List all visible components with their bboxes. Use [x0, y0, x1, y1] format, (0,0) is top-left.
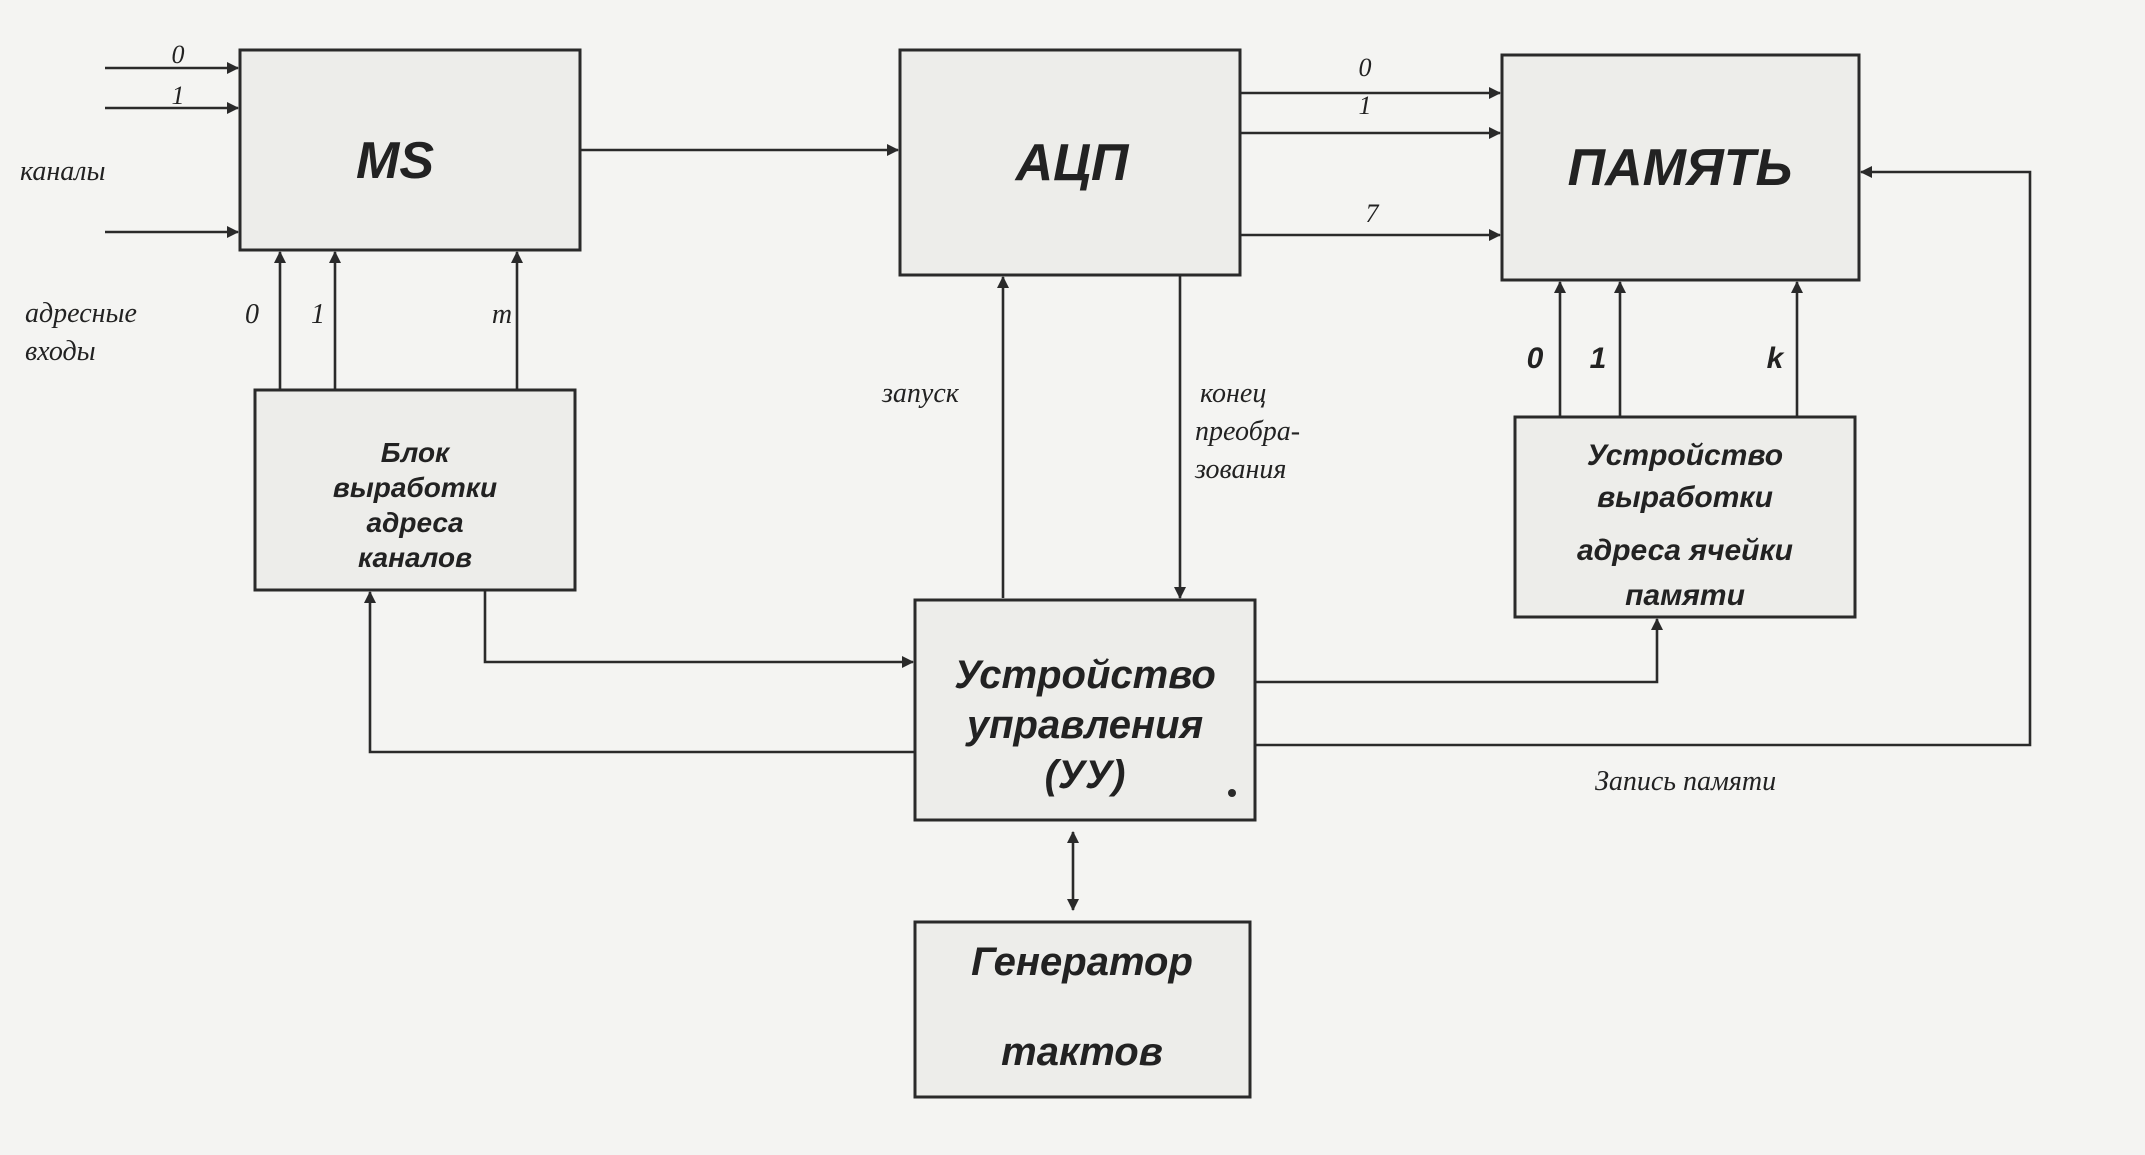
cell-address-unit-line-2: выработки [1597, 481, 1773, 514]
cell-address-unit-line-4: памяти [1625, 579, 1745, 612]
memory-write-line [1255, 166, 2032, 747]
control-unit-dot [1228, 789, 1236, 797]
adc-output-index-0: 0 [1359, 53, 1372, 82]
channel-address-unit-line-4: каналов [358, 542, 472, 573]
clock-generator: Генератор тактов [913, 920, 1252, 1099]
ms-input-index-0: 0 [172, 40, 185, 69]
memory-block: ПАМЯТЬ [1500, 53, 1861, 282]
adc-output-index-7: 7 [1366, 199, 1380, 228]
control-to-cell-unit-line [1255, 618, 1663, 684]
adc-title: АЦП [1014, 134, 1130, 192]
channel-unit-to-control-line [483, 590, 914, 668]
cell-address-unit-line-3: адреса ячейки [1577, 534, 1793, 567]
address-inputs-label-line-1: адресные [25, 298, 137, 329]
control-unit-line-2: управления [965, 703, 1203, 747]
clock-generator-line-1: Генератор [971, 940, 1193, 984]
address-inputs-label-line-2: входы [25, 336, 96, 367]
clock-generator-line-2: тактов [1001, 1030, 1163, 1074]
end-of-conversion-label-line-2: преобра- [1195, 416, 1300, 447]
start-label: запуск [881, 378, 960, 409]
ms-address-index-m: m [492, 299, 512, 330]
ms-channel-inputs: 0 1 [105, 40, 239, 238]
memory-address-index-0: 0 [1527, 342, 1544, 375]
memory-address-index-1: 1 [1590, 342, 1607, 375]
adc-output-lines: 0 1 7 [1240, 53, 1501, 241]
memory-title: ПАМЯТЬ [1568, 139, 1793, 197]
ms-address-lines: 0 1 m [245, 251, 523, 390]
memory-address-lines: 0 1 k [1527, 281, 1803, 417]
cell-address-unit-line-1: Устройство [1587, 439, 1783, 472]
channel-address-unit-line-1: Блок [381, 437, 451, 468]
ms-title: MS [356, 132, 434, 190]
end-of-conversion-label-line-3: зования [1194, 454, 1286, 485]
memory-write-label: Запись памяти [1595, 766, 1776, 797]
cell-address-unit: Устройство выработки адреса ячейки памят… [1513, 415, 1857, 619]
channel-address-unit: Блок выработки адреса каналов [253, 388, 577, 592]
ms-address-index-0: 0 [245, 299, 259, 330]
channel-address-unit-line-2: выработки [333, 472, 497, 503]
control-to-channel-unit-line [364, 591, 915, 754]
channel-address-unit-line-3: адреса [366, 507, 463, 538]
end-of-conversion-label-line-1: конец [1200, 378, 1266, 409]
ms-address-index-1: 1 [311, 299, 325, 330]
control-unit-line-3: (УУ) [1045, 753, 1126, 797]
ms-input-index-1: 1 [172, 81, 185, 110]
ms-block: MS [238, 48, 582, 252]
adc-output-index-1: 1 [1359, 91, 1372, 120]
memory-address-index-k: k [1767, 342, 1785, 375]
channels-label: каналы [20, 156, 105, 187]
control-unit-line-1: Устройство [954, 653, 1216, 697]
control-unit: Устройство управления (УУ) [913, 598, 1257, 822]
adc-block: АЦП [898, 48, 1242, 277]
